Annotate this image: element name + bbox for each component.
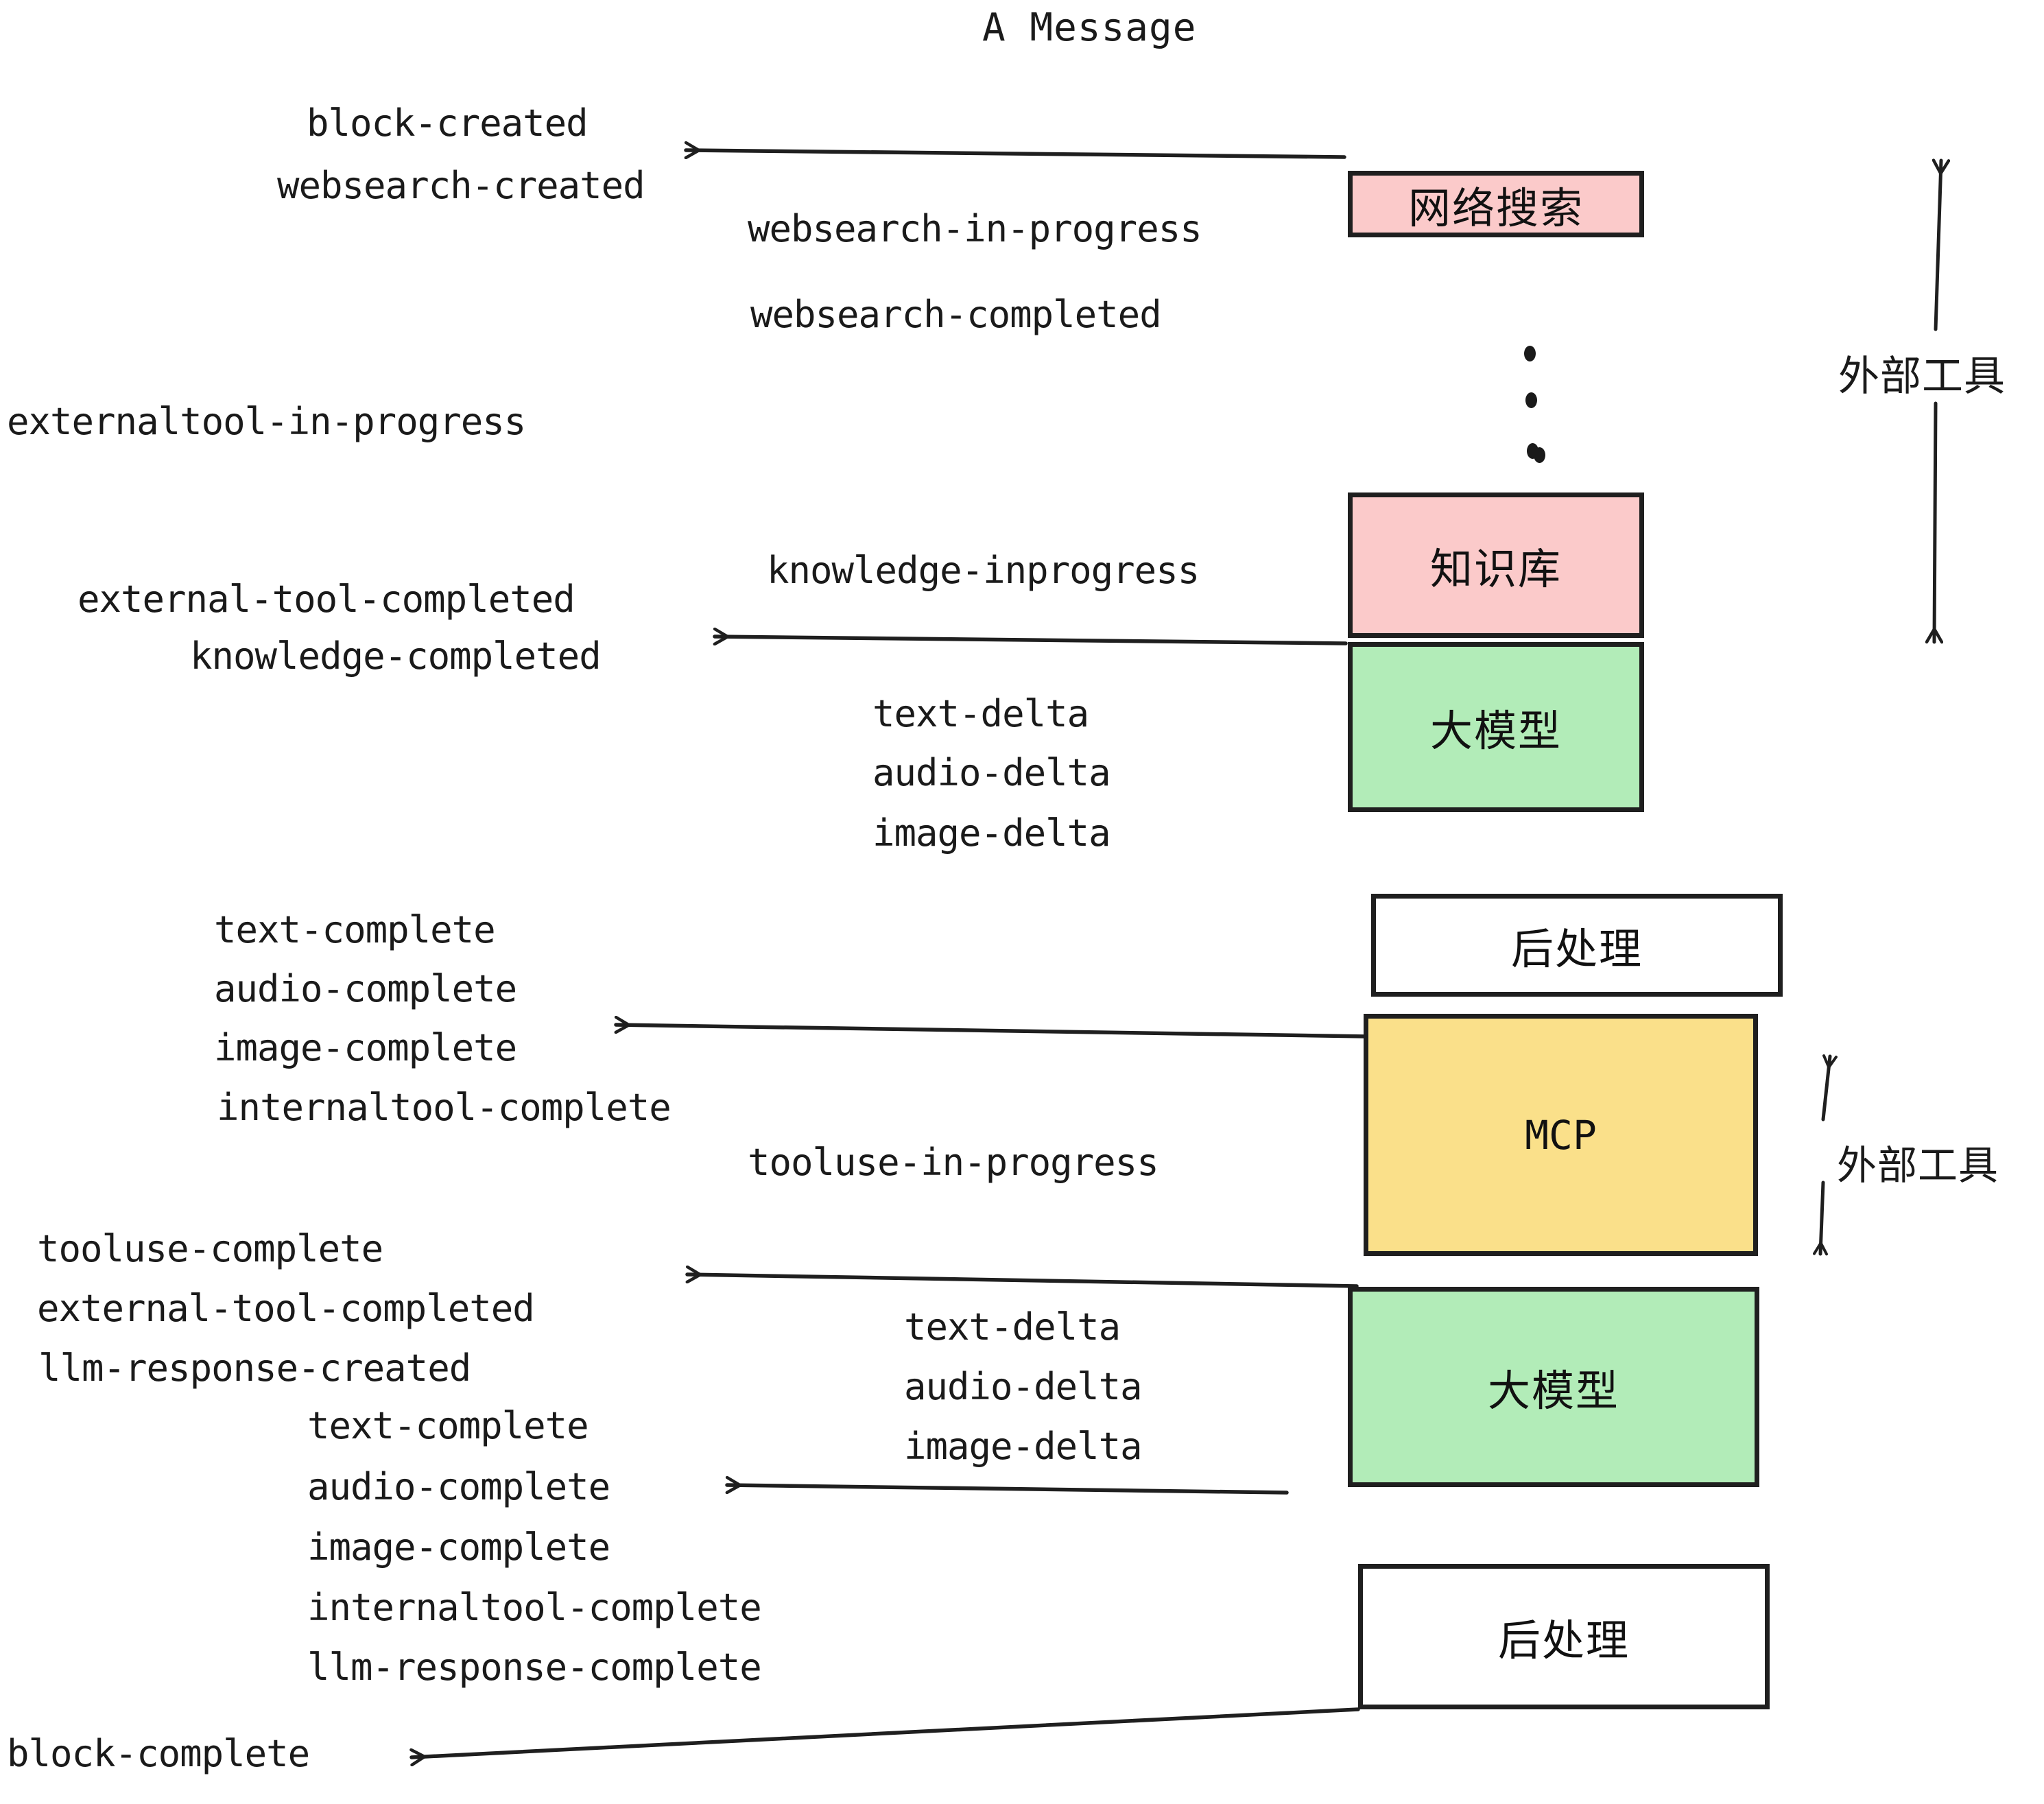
event-label-knowledge-completed: knowledge-completed: [190, 634, 602, 678]
event-label-audio-complete-2: audio-complete: [307, 1465, 610, 1508]
arrow-block-complete: [412, 1707, 1360, 1757]
node-box-knowledge: 知识库: [1348, 492, 1644, 638]
event-label-text-delta-1: text-delta: [872, 692, 1089, 735]
event-label-external-tool-completed-2: external-tool-completed: [37, 1287, 535, 1330]
event-label-block-created: block-created: [307, 102, 589, 145]
arrow-image-complete: [614, 1025, 1368, 1039]
event-label-llm-response-complete: llm-response-complete: [307, 1646, 762, 1689]
node-box-label: 大模型: [1429, 706, 1562, 756]
event-label-image-complete-1: image-complete: [214, 1026, 517, 1069]
event-label-websearch-in-progress: websearch-in-progress: [748, 207, 1202, 250]
event-label-tooluse-in-progress: tooluse-in-progress: [748, 1141, 1159, 1184]
event-label-websearch-completed: websearch-completed: [750, 293, 1162, 336]
node-box-label: 后处理: [1510, 924, 1643, 974]
event-label-image-delta-2: image-delta: [904, 1425, 1143, 1468]
event-label-internaltool-complete-2: internaltool-complete: [307, 1586, 762, 1629]
event-label-external-tool-completed-1: external-tool-completed: [78, 578, 575, 621]
ellipsis-dot-icon: [1525, 392, 1537, 408]
arrow-knowledge-done: [713, 637, 1348, 643]
event-label-image-complete-2: image-complete: [307, 1526, 610, 1569]
node-box-llm-top: 大模型: [1348, 642, 1644, 812]
event-label-internaltool-complete-1: internaltool-complete: [217, 1086, 672, 1129]
node-box-label: 网络搜索: [1407, 182, 1584, 233]
event-label-knowledge-inprogress: knowledge-inprogress: [767, 549, 1200, 592]
event-label-text-complete-1: text-complete: [214, 908, 496, 951]
arrow-block-created: [684, 150, 1346, 157]
arrow-tooluse-complete: [685, 1274, 1359, 1288]
node-box-label: 后处理: [1497, 1615, 1630, 1665]
group-axis-up-arrow-external-tools-top: [1936, 161, 1941, 331]
node-box-mcp: MCP: [1364, 1014, 1758, 1256]
event-label-image-delta-1: image-delta: [872, 811, 1111, 855]
event-label-text-delta-2: text-delta: [904, 1305, 1121, 1349]
group-label-external-tools-top: 外部工具: [1838, 353, 2006, 401]
group-axis-down-arrow-external-tools-bottom: [1813, 1180, 1828, 1256]
event-label-externaltool-in-progress: externaltool-in-progress: [7, 400, 526, 443]
group-label-external-tools-bottom: 外部工具: [1837, 1142, 1999, 1189]
event-label-tooluse-complete: tooluse-complete: [37, 1227, 383, 1270]
event-label-websearch-created: websearch-created: [277, 164, 645, 207]
arrow-audio-complete: [725, 1485, 1289, 1495]
event-label-block-complete: block-complete: [7, 1732, 310, 1775]
node-box-label: 大模型: [1487, 1366, 1619, 1416]
node-box-websearch: 网络搜索: [1348, 171, 1644, 237]
node-box-llm-bottom: 大模型: [1348, 1287, 1759, 1487]
node-box-postproc-top: 后处理: [1371, 894, 1783, 997]
node-box-label: 知识库: [1429, 544, 1562, 594]
event-label-text-complete-2: text-complete: [307, 1404, 589, 1447]
node-box-postproc-bot: 后处理: [1358, 1564, 1770, 1709]
node-box-label: MCP: [1525, 1111, 1597, 1159]
event-label-audio-complete-1: audio-complete: [214, 967, 517, 1010]
group-axis-up-arrow-external-tools-bottom: [1821, 1054, 1838, 1121]
event-label-audio-delta-2: audio-delta: [904, 1365, 1143, 1408]
page-title: A Message: [982, 5, 1197, 50]
event-label-audio-delta-1: audio-delta: [872, 751, 1111, 794]
event-label-llm-response-created: llm-response-created: [38, 1346, 471, 1390]
ellipsis-dot-icon: [1534, 447, 1545, 463]
ellipsis-dot-icon: [1524, 346, 1536, 361]
group-axis-down-arrow-external-tools-top: [1934, 401, 1936, 644]
